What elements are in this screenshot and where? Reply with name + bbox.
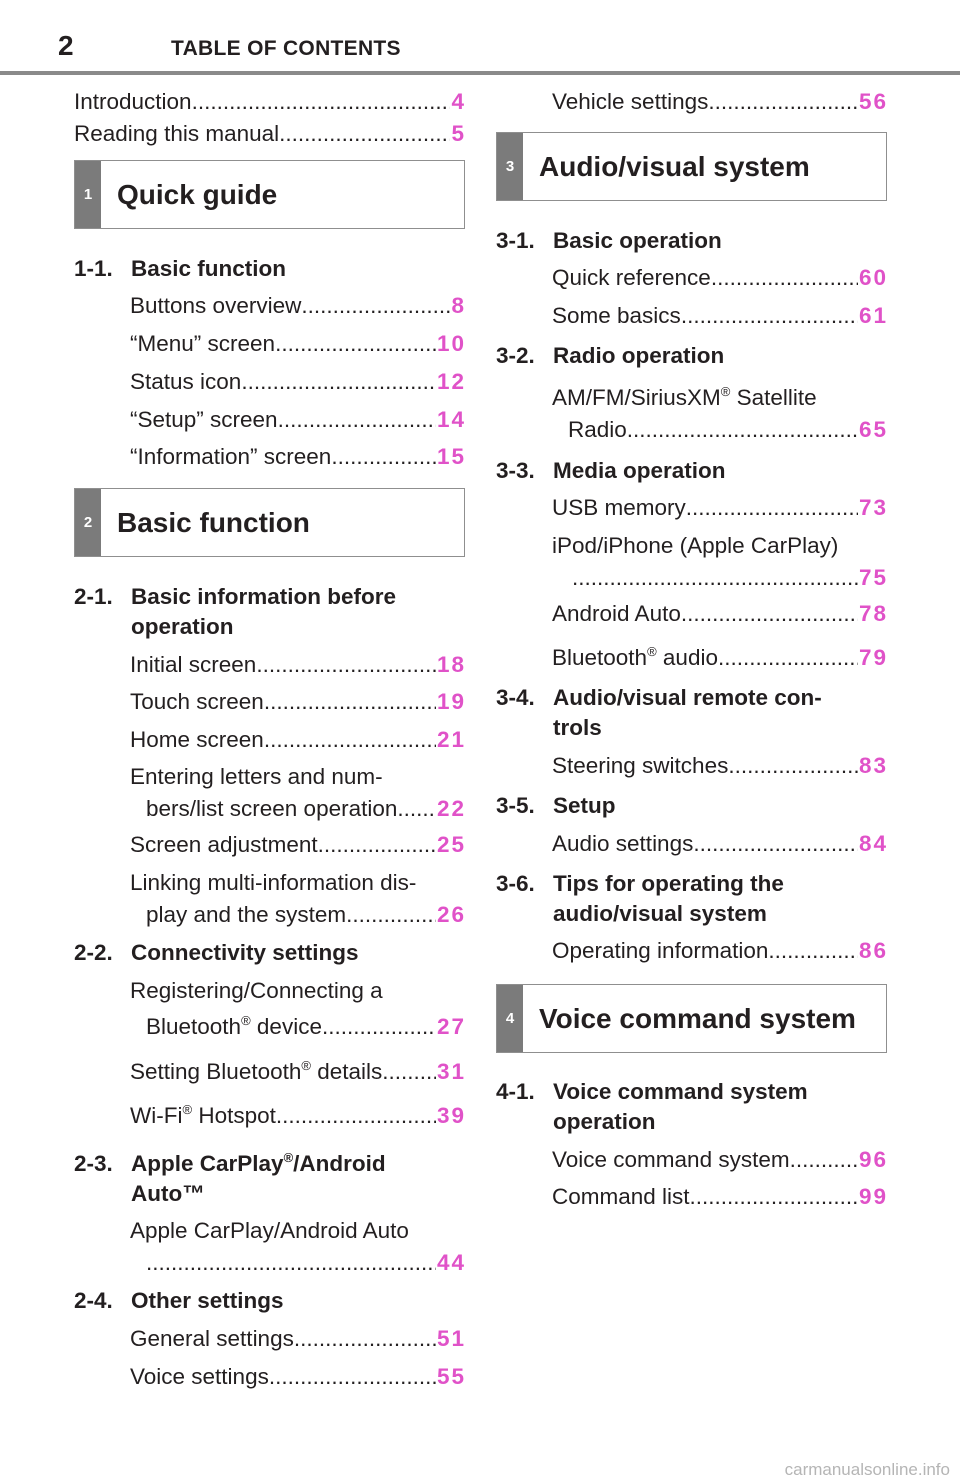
page-link[interactable]: 39	[436, 1103, 466, 1128]
chapter-number-tab: 2	[75, 489, 101, 556]
toc-entry[interactable]: Registering/Connecting a Bluetooth® devi…	[130, 975, 466, 1043]
chapter-banner-2[interactable]: 2 Basic function	[74, 488, 465, 557]
toc-entry[interactable]: Screen adjustment25	[130, 829, 466, 861]
toc-entry[interactable]: Reading this manual5	[74, 118, 466, 150]
toc-entry[interactable]: Initial screen18	[130, 649, 466, 681]
toc-entry[interactable]: Touch screen19	[130, 686, 466, 718]
toc-entry[interactable]: Buttons overview8	[130, 290, 466, 322]
toc-entry[interactable]: General settings51	[130, 1323, 466, 1355]
header-rule	[0, 71, 960, 75]
page-link[interactable]: 12	[436, 369, 466, 394]
page-link[interactable]: 55	[436, 1364, 466, 1389]
toc-entry[interactable]: Linking multi-information dis- play and …	[130, 867, 466, 931]
page-link[interactable]: 18	[436, 652, 466, 677]
page-link[interactable]: 10	[436, 331, 466, 356]
toc-entry[interactable]: “Information” screen15	[130, 441, 466, 473]
toc-entry[interactable]: iPod/iPhone (Apple CarPlay) 75	[552, 530, 888, 594]
page-link[interactable]: 14	[436, 407, 466, 432]
chapter-title: Audio/visual system	[539, 151, 810, 182]
chapter-banner-4[interactable]: 4 Voice command system	[496, 984, 887, 1053]
toc-entry[interactable]: Audio settings84	[552, 828, 888, 860]
page-link[interactable]: 44	[436, 1250, 466, 1275]
toc-entry[interactable]: Voice settings55	[130, 1361, 466, 1393]
toc-entry[interactable]: Some basics61	[552, 300, 888, 332]
chapter-banner-1[interactable]: 1 Quick guide	[74, 160, 465, 229]
toc-entry[interactable]: “Setup” screen14	[130, 404, 466, 436]
chapter-title: Basic function	[117, 507, 310, 538]
toc-entry[interactable]: “Menu” screen10	[130, 328, 466, 360]
toc-entry[interactable]: Entering letters and num- bers/list scre…	[130, 761, 466, 825]
chapter-title: Voice command system	[539, 1003, 856, 1034]
page-header: 2 TABLE OF CONTENTS	[0, 0, 960, 80]
page-link[interactable]: 25	[436, 832, 466, 857]
toc-entry[interactable]: Voice command system96	[552, 1144, 888, 1176]
page-link[interactable]: 8	[451, 293, 466, 318]
toc-entry[interactable]: Apple CarPlay/Android Auto 44	[130, 1215, 466, 1279]
page-link[interactable]: 86	[858, 938, 888, 963]
page-link[interactable]: 4	[451, 89, 466, 114]
page-link[interactable]: 51	[436, 1326, 466, 1351]
toc-entry[interactable]: Bluetooth® audio79	[552, 642, 888, 674]
page-link[interactable]: 75	[858, 565, 888, 590]
toc-entry[interactable]: Operating information86	[552, 935, 888, 967]
page-link[interactable]: 15	[436, 444, 466, 469]
page-link[interactable]: 56	[858, 89, 888, 114]
page-link[interactable]: 96	[858, 1147, 888, 1172]
toc-entry[interactable]: AM/FM/SiriusXM® Satellite Radio65	[552, 382, 888, 446]
page-title: TABLE OF CONTENTS	[171, 37, 401, 60]
chapter-number-tab: 1	[75, 161, 101, 228]
chapter-title: Quick guide	[117, 179, 278, 210]
page-link[interactable]: 60	[858, 265, 888, 290]
toc-entry[interactable]: Setting Bluetooth® details31	[130, 1056, 466, 1088]
page-link[interactable]: 19	[436, 689, 466, 714]
page-link[interactable]: 26	[436, 902, 466, 927]
toc-entry[interactable]: Status icon12	[130, 366, 466, 398]
toc-entry[interactable]: Home screen21	[130, 724, 466, 756]
toc-entry[interactable]: Wi-Fi® Hotspot39	[130, 1100, 466, 1132]
toc-entry[interactable]: Introduction4	[74, 86, 466, 118]
toc-entry[interactable]: Vehicle settings56	[552, 86, 888, 118]
page-link[interactable]: 27	[436, 1014, 466, 1039]
page-link[interactable]: 31	[436, 1059, 466, 1084]
page-number: 2	[58, 30, 74, 61]
page-link[interactable]: 83	[858, 753, 888, 778]
toc-entry[interactable]: Command list99	[552, 1181, 888, 1213]
page-link[interactable]: 22	[436, 796, 466, 821]
page-link[interactable]: 99	[858, 1184, 888, 1209]
toc-entry[interactable]: Steering switches83	[552, 750, 888, 782]
toc-entry[interactable]: Quick reference60	[552, 262, 888, 294]
page-link[interactable]: 73	[858, 495, 888, 520]
site-watermark: carmanualsonline.info	[784, 1460, 950, 1479]
page-link[interactable]: 79	[858, 645, 888, 670]
toc-entry[interactable]: Android Auto78	[552, 598, 888, 630]
chapter-number-tab: 4	[497, 985, 523, 1052]
toc-entry[interactable]: USB memory73	[552, 492, 888, 524]
page-link[interactable]: 84	[858, 831, 888, 856]
page-link[interactable]: 78	[858, 601, 888, 626]
chapter-number-tab: 3	[497, 133, 523, 200]
page-link[interactable]: 61	[858, 303, 888, 328]
chapter-banner-3[interactable]: 3 Audio/visual system	[496, 132, 887, 201]
page-link[interactable]: 5	[451, 121, 466, 146]
page-link[interactable]: 65	[858, 417, 888, 442]
page-link[interactable]: 21	[436, 727, 466, 752]
